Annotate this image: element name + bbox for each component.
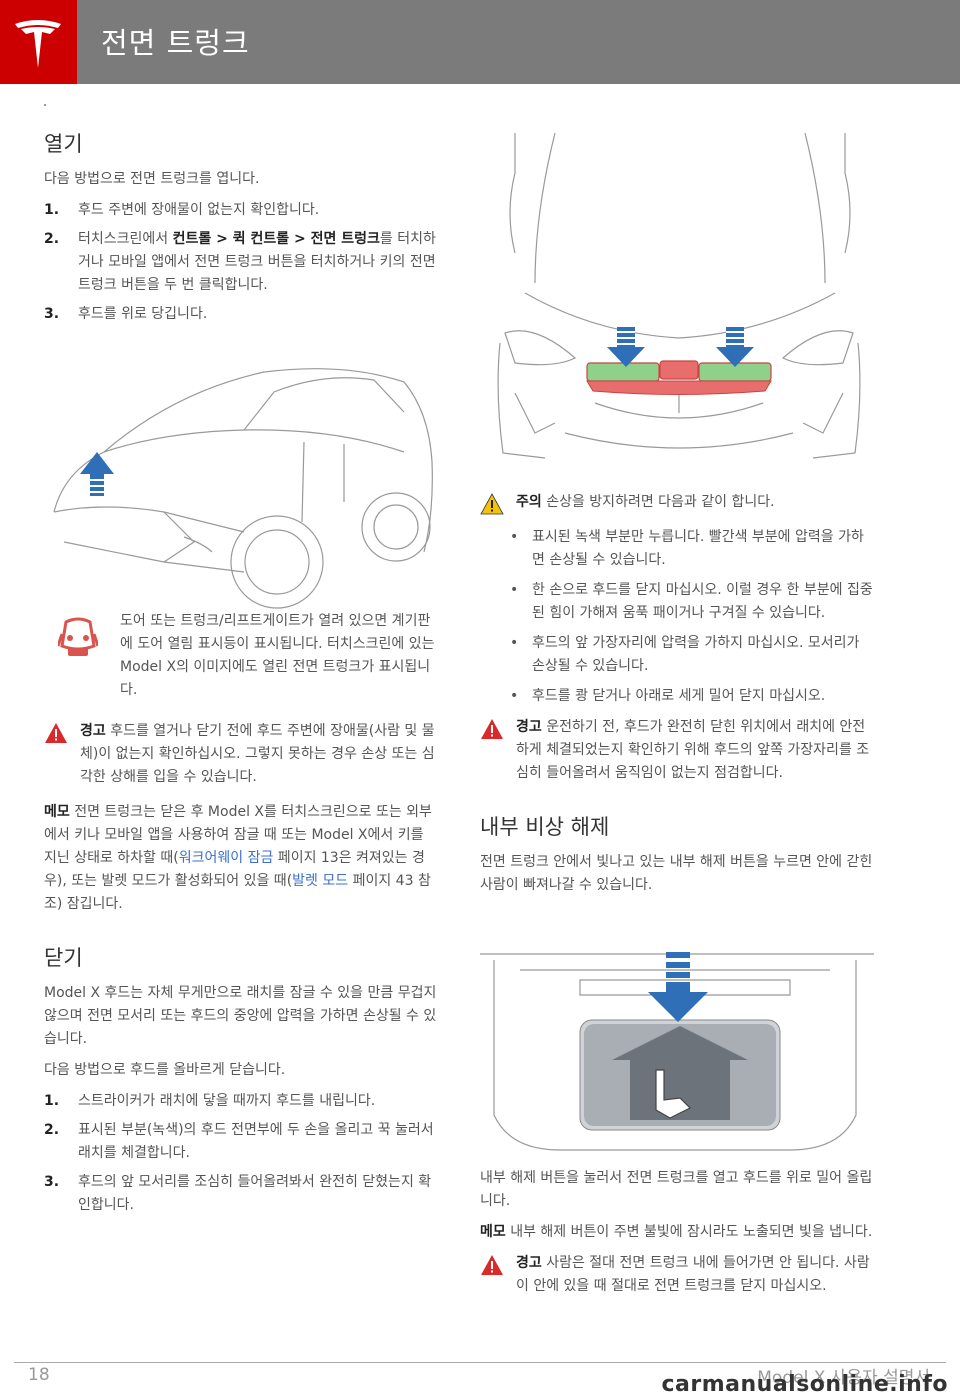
caution-bullets: •표시된 녹색 부분만 누릅니다. 빨간색 부분에 압력을 가하면 손상될 수 …	[510, 526, 874, 708]
caution-icon	[480, 493, 504, 519]
warning-icon	[480, 1254, 504, 1280]
release-memo: 메모 내부 해제 버튼이 주변 불빛에 잠시라도 노출되면 빛을 냅니다.	[480, 1224, 873, 1240]
release-heading: 내부 비상 해제	[480, 815, 610, 839]
list-item: 2.표시된 부분(녹색)의 후드 전면부에 두 손을 올리고 꾹 눌러서 래치를…	[44, 1122, 434, 1161]
list-item: 1.후드 주변에 장애물이 없는지 확인합니다.	[44, 202, 320, 218]
door-open-indicator-icon	[56, 616, 100, 664]
list-item: •후드의 앞 가장자리에 압력을 가하지 마십시오. 모서리가 손상될 수 있습…	[510, 635, 860, 674]
page-title: 전면 트렁크	[101, 26, 250, 60]
list-item: 3.후드를 위로 당깁니다.	[44, 306, 208, 322]
right-column: 주의 손상을 방지하려면 다음과 같이 합니다. •표시된 녹색 부분만 누릅니…	[480, 491, 874, 1310]
car-front-press-zones-illustration	[495, 132, 863, 485]
caution-block: 주의 손상을 방지하려면 다음과 같이 합니다.	[480, 491, 874, 515]
list-item: 3.후드의 앞 모서리를 조심히 들어올려봐서 완전히 닫혔는지 확인합니다.	[44, 1174, 432, 1213]
open-intro: 다음 방법으로 전면 트렁크를 엽니다.	[44, 171, 260, 187]
close-p2: 다음 방법으로 후드를 올바르게 닫습니다.	[44, 1062, 286, 1078]
list-item: 1.스트라이커가 래치에 닿을 때까지 후드를 내립니다.	[44, 1093, 376, 1109]
warning-before-driving: 경고 운전하기 전, 후드가 완전히 닫힌 위치에서 래치에 안전하게 체결되었…	[480, 716, 874, 785]
release-p1: 전면 트렁크 안에서 빛나고 있는 내부 해제 버튼을 누르면 안에 갇힌 사람…	[480, 854, 873, 893]
manual-title: Model X 사용자 설명서	[757, 1368, 930, 1388]
interior-release-button-illustration	[480, 940, 874, 1162]
page-marker	[44, 104, 46, 106]
open-steps: 1.후드 주변에 장애물이 없는지 확인합니다. 2.터치스크린에서 컨트롤 >…	[44, 199, 438, 326]
close-steps: 1.스트라이커가 래치에 닿을 때까지 후드를 내립니다. 2.표시된 부분(녹…	[44, 1090, 438, 1217]
tesla-logo	[0, 0, 77, 84]
list-item: •표시된 녹색 부분만 누릅니다. 빨간색 부분에 압력을 가하면 손상될 수 …	[510, 529, 864, 568]
footer-divider	[14, 1362, 946, 1363]
memo-locking: 메모 전면 트렁크는 닫은 후 Model X를 터치스크린으로 또는 외부에서…	[44, 804, 432, 912]
warning-hood-obstacles: 경고 후드를 열거나 닫기 전에 후드 주변에 장애물(사람 및 물체)이 없는…	[44, 720, 438, 789]
valet-mode-link[interactable]: 발렛 모드	[292, 873, 349, 889]
left-column: 열기 다음 방법으로 전면 트렁크를 엽니다. 1.후드 주변에 장애물이 없는…	[44, 128, 438, 1223]
close-p1: Model X 후드는 자체 무게만으로 래치를 잠글 수 있을 만큼 무겁지 …	[44, 985, 437, 1047]
list-item: •한 손으로 후드를 닫지 마십시오. 이럴 경우 한 부분에 집중된 힘이 가…	[510, 582, 873, 621]
warning-icon	[480, 718, 504, 744]
warning-no-people: 경고 사람은 절대 전면 트렁크 내에 들어가면 안 됩니다. 사람이 안에 있…	[480, 1252, 874, 1298]
close-heading: 닫기	[44, 946, 83, 970]
page-header: 전면 트렁크	[0, 0, 960, 84]
door-open-note: 도어 또는 트렁크/리프트게이트가 열려 있으면 계기판에 도어 열림 표시등이…	[44, 610, 438, 702]
list-item: 2.터치스크린에서 컨트롤 > 퀵 컨트롤 > 전면 트렁크를 터치하거나 모바…	[44, 231, 436, 293]
walk-away-lock-link[interactable]: 워크어웨이 잠금	[178, 850, 274, 866]
car-hood-open-illustration	[44, 352, 438, 624]
watermark: carmanualsonline.info	[661, 1372, 948, 1396]
list-item: •후드를 쾅 닫거나 아래로 세게 밀어 닫지 마십시오.	[510, 688, 826, 704]
warning-icon	[44, 722, 68, 748]
page-number: 18	[28, 1365, 50, 1385]
release-p2: 내부 해제 버튼을 눌러서 전면 트렁크를 열고 후드를 위로 밀어 올립니다.	[480, 1170, 873, 1209]
open-heading: 열기	[44, 132, 83, 156]
